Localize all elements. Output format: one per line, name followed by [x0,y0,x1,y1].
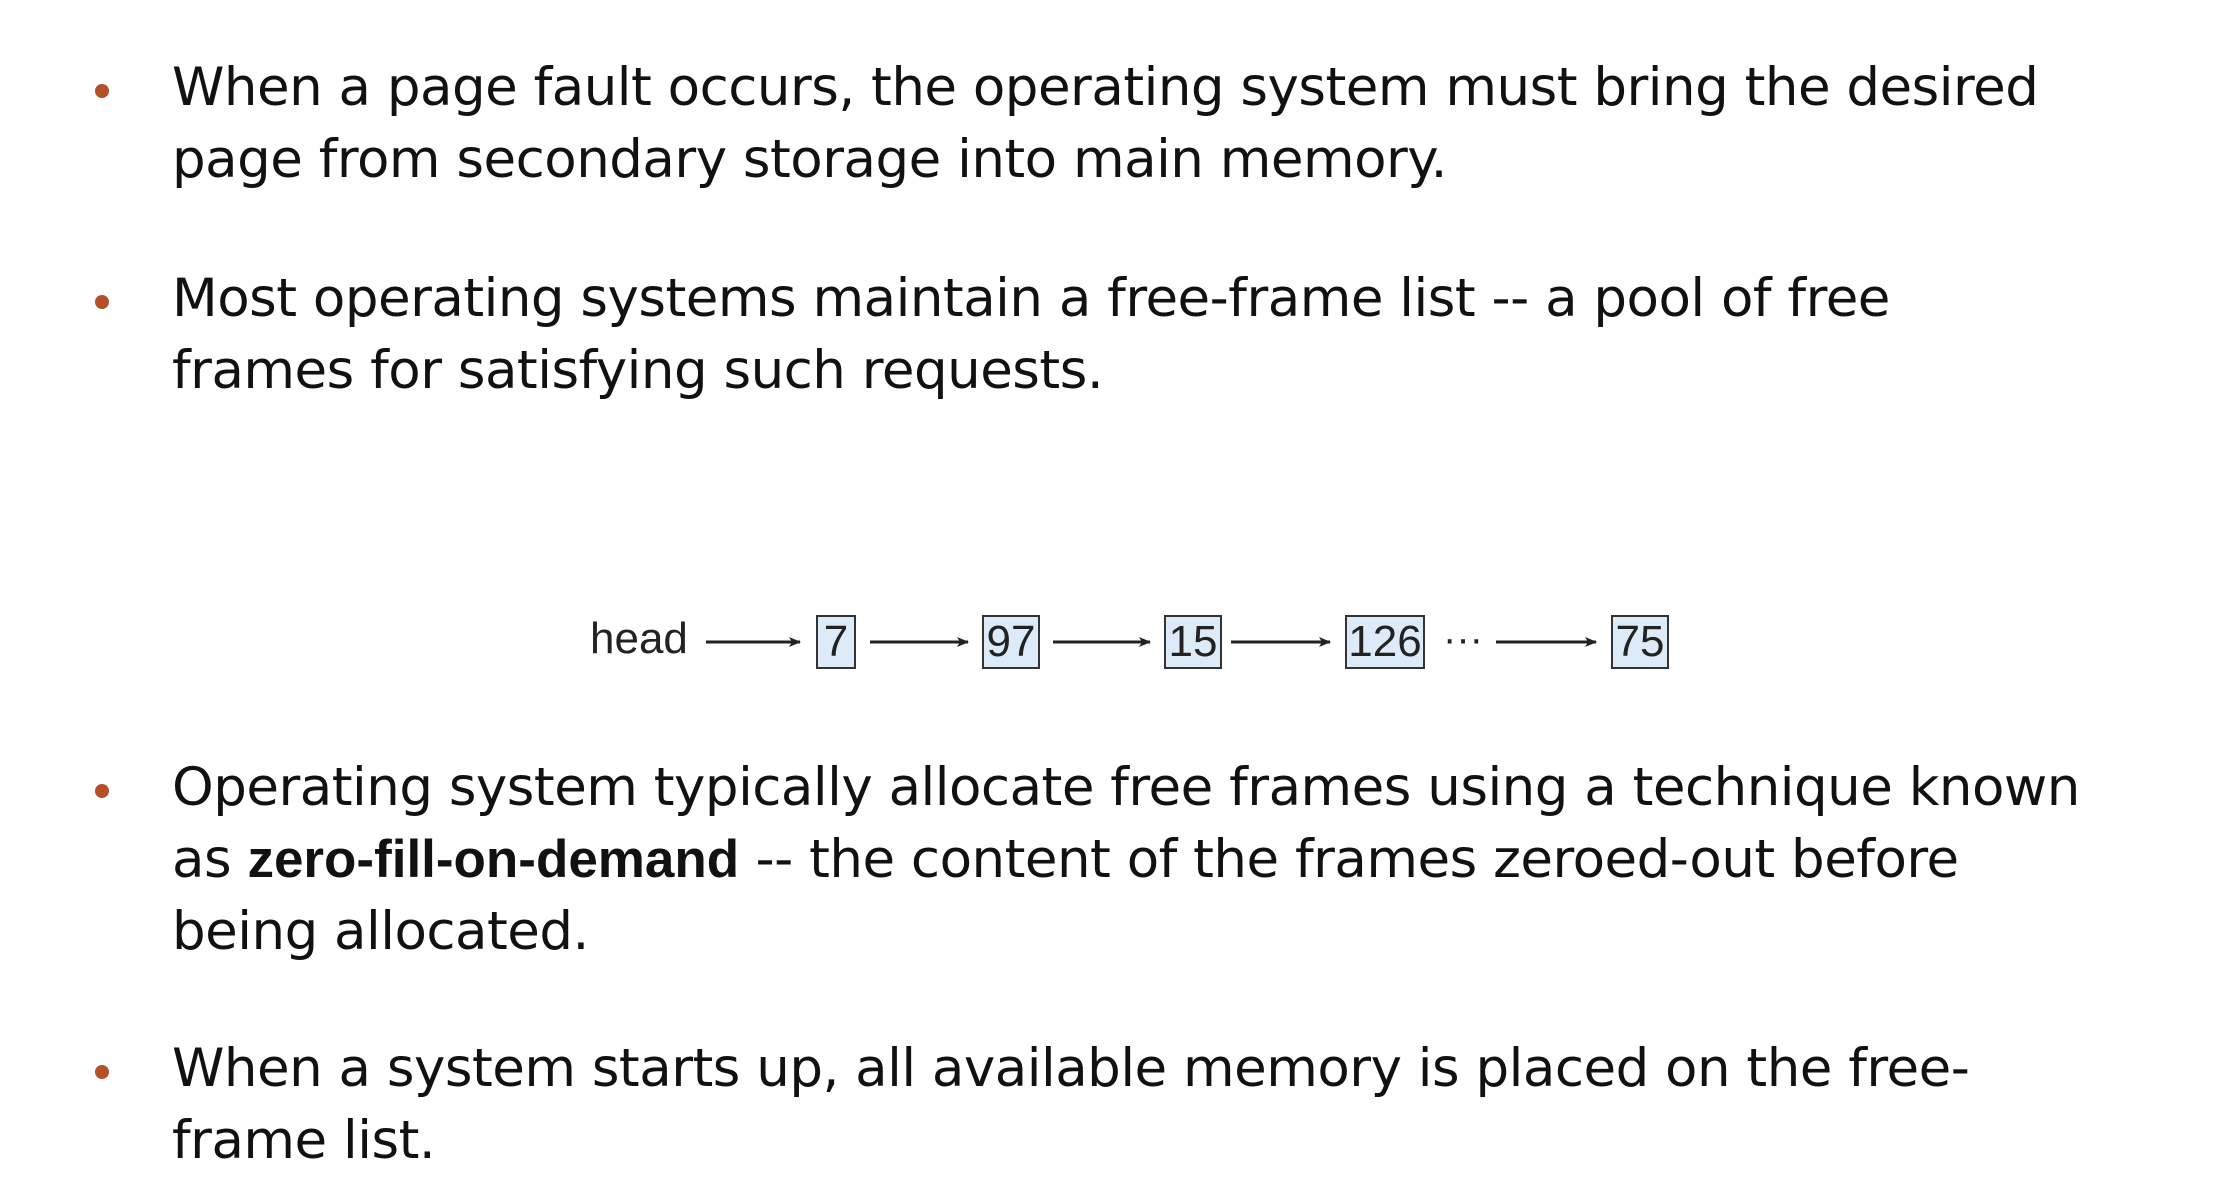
bullet-dot [95,295,109,309]
bullet-dot [95,84,109,98]
bullet-dot [95,1065,109,1079]
bullet-text: Most operating systems maintain a free-f… [172,268,1890,401]
bullet-text: When a system starts up, all available m… [172,1038,1970,1171]
bullet-dot [95,784,109,798]
bullet-text-after: -- the content of the frames zeroed-out … [172,829,1959,962]
frame-box-75 [1611,615,1669,669]
frame-label-126: 126 [1348,617,1421,666]
bullet-item-page-fault: When a page fault occurs, the operating … [95,52,2085,196]
bullet-item-free-frame-list: Most operating systems maintain a free-f… [95,263,2085,407]
frame-box-126 [1345,615,1425,669]
bullet-item-system-startup: When a system starts up, all available m… [95,1033,2085,1177]
list-ellipsis: ··· [1443,617,1483,661]
zero-fill-on-demand-term: zero-fill-on-demand [247,830,740,889]
frame-label-7: 7 [824,617,848,666]
bullet-text: When a page fault occurs, the operating … [172,57,2039,190]
head-label: head [590,614,688,663]
frame-label-75: 75 [1616,617,1665,666]
frame-label-97: 97 [987,617,1036,666]
bullet-text-before: Operating system typically allocate free… [172,757,2080,890]
bullet-text: Operating system typically allocate free… [172,752,2085,968]
frame-box-7 [816,615,856,669]
frame-box-15 [1164,615,1222,669]
frame-box-97 [982,615,1040,669]
bullet-item-zero-fill: Operating system typically allocate free… [95,752,2085,968]
frame-label-15: 15 [1169,617,1218,666]
